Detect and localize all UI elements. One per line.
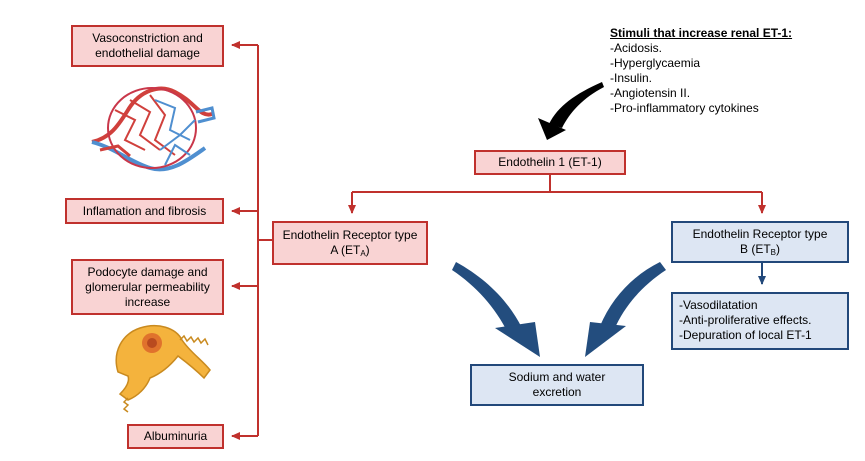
etb-effect-item: -Vasodilatation: [679, 298, 758, 312]
albuminuria-box: Albuminuria: [127, 424, 224, 449]
vasoconstriction-box: Vasoconstriction and endothelial damage: [71, 25, 224, 67]
left-effect-connectors: [231, 41, 272, 440]
podocyte-line3: increase: [124, 294, 171, 309]
etb-line1: Endothelin Receptor type: [692, 227, 828, 241]
sodium-line2: excretion: [532, 385, 582, 399]
et1-box: Endothelin 1 (ET-1): [474, 150, 626, 175]
etb-effect-item: -Depuration of local ET-1: [679, 328, 812, 342]
podocyte-line2: glomerular permeability: [85, 279, 210, 294]
capillary-network-icon: [91, 86, 216, 172]
etb-line2: B (ETB): [739, 242, 780, 257]
curved-black-arrow-icon: [538, 82, 604, 140]
curved-blue-arrow-icon: [452, 262, 666, 357]
vasoconstriction-line1: Vasoconstriction and: [92, 31, 203, 45]
podocyte-line1: Podocyte damage and: [87, 264, 208, 279]
podocyte-damage-box: Podocyte damage and glomerular permeabil…: [71, 259, 224, 315]
eta-receptor-box: Endothelin Receptor type A (ETA): [272, 221, 428, 265]
stimuli-item: -Angiotensin II.: [610, 86, 691, 100]
inflammation-box: Inflamation and fibrosis: [65, 198, 224, 224]
etb-receptor-box: Endothelin Receptor type B (ETB): [671, 221, 849, 263]
podocyte-cell-icon: [115, 324, 211, 413]
eta-line2: A (ETA): [330, 243, 370, 258]
inflammation-label: Inflamation and fibrosis: [82, 203, 207, 218]
sodium-excretion-box: Sodium and water excretion: [470, 364, 644, 406]
stimuli-item: -Hyperglycaemia: [610, 56, 701, 70]
et1-label: Endothelin 1 (ET-1): [498, 155, 602, 169]
eta-line1: Endothelin Receptor type: [282, 228, 418, 242]
stimuli-title: Stimuli that increase renal ET-1:: [610, 26, 793, 40]
stimuli-item: -Insulin.: [610, 71, 653, 85]
sodium-line1: Sodium and water: [508, 370, 606, 384]
stimuli-item: -Acidosis.: [610, 41, 663, 55]
etb-effects-box: -Vasodilatation -Anti-proliferative effe…: [671, 292, 849, 350]
et1-split-connectors: [348, 175, 766, 214]
stimuli-list: Stimuli that increase renal ET-1: -Acido…: [610, 26, 792, 116]
albuminuria-label: Albuminuria: [143, 429, 208, 443]
stimuli-item: -Pro-inflammatory cytokines: [610, 101, 759, 115]
etb-effect-item: -Anti-proliferative effects.: [679, 313, 812, 327]
vasoconstriction-line2: endothelial damage: [95, 46, 200, 60]
